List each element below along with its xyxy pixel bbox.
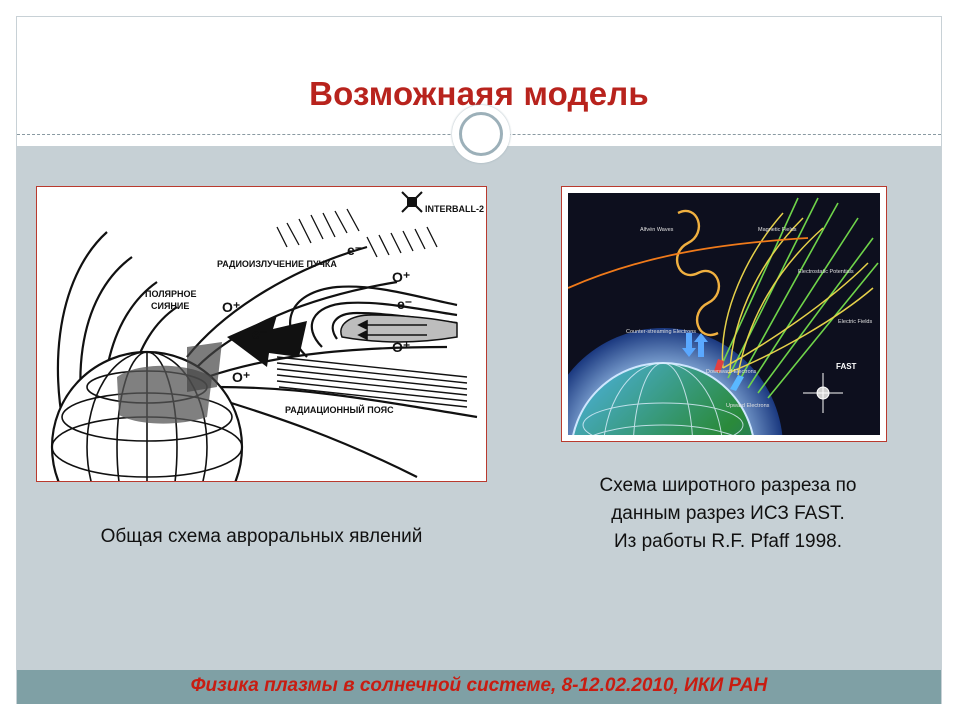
- radiation-belt-label: РАДИАЦИОННЫЙ ПОЯС: [285, 404, 394, 415]
- right-caption-line1: Схема широтного разреза по: [599, 475, 857, 496]
- alfven-label: Alfvén Waves: [640, 227, 674, 233]
- auroral-scheme-figure: INTERBALL-2 РАДИОИЗЛУЧЕНИЕ ПУЧКА ПОЛЯРНО…: [36, 186, 487, 482]
- electron-label: e⁻: [252, 326, 267, 342]
- ion-label: O⁺: [392, 269, 410, 285]
- divider-ring-icon: [459, 112, 503, 156]
- fast-cross-section-figure: Alfvén Waves Magnetic Fields Electrostat…: [561, 186, 887, 442]
- auroral-scheme-drawing: INTERBALL-2 РАДИОИЗЛУЧЕНИЕ ПУЧКА ПОЛЯРНО…: [50, 191, 484, 481]
- downward-label: Downward Electrons: [706, 369, 757, 375]
- ion-label: O⁺: [222, 299, 240, 315]
- beam-radiation-hatching: [276, 208, 438, 258]
- fast-cross-section-drawing: Alfvén Waves Magnetic Fields Electrostat…: [568, 197, 879, 435]
- electron-arrows: [682, 333, 744, 391]
- ion-label: O⁺: [392, 339, 410, 355]
- fast-label: FAST: [836, 362, 857, 371]
- spacecraft-icon: [401, 191, 423, 213]
- footer-text: Физика плазмы в солнечной системе, 8-12.…: [190, 675, 768, 696]
- fast-satellite-icon: [803, 373, 843, 413]
- aurora-label-line2: СИЯНИЕ: [151, 301, 189, 311]
- fast-cross-section-image: Alfvén Waves Magnetic Fields Electrostat…: [568, 193, 880, 435]
- orbit-trajectory: [568, 237, 809, 289]
- counter-streaming-label: Counter-streaming Electrons: [626, 329, 696, 335]
- radiation-belt-hatching: [276, 356, 468, 408]
- plasma-sheet: [340, 314, 458, 343]
- electric-label: Electric Fields: [838, 319, 872, 325]
- spacecraft-label: INTERBALL-2: [425, 204, 484, 214]
- footer-bar: Физика плазмы в солнечной системе, 8-12.…: [17, 670, 941, 704]
- electron-label: e⁻: [347, 242, 362, 258]
- field-lines: [717, 197, 879, 399]
- ion-label: O⁺: [232, 369, 250, 385]
- right-caption-line3: Из работы R.F. Pfaff 1998.: [613, 531, 843, 552]
- electron-label: e⁻: [397, 296, 412, 312]
- aurora-label-line1: ПОЛЯРНОЕ: [145, 289, 197, 299]
- beam-radiation-label: РАДИОИЗЛУЧЕНИЕ ПУЧКА: [217, 259, 337, 269]
- left-figure-caption: Общая схема авроральных явлений: [100, 526, 423, 547]
- right-caption-line2: данным разрез ИСЗ FAST.: [611, 503, 845, 524]
- flow-arrows: [357, 319, 427, 341]
- right-figure-caption: Схема широтного разреза по данным разрез…: [540, 472, 916, 556]
- alfven-wave: [676, 209, 720, 337]
- electrostatic-potential-lines: [721, 212, 874, 376]
- electrostatic-label: Electrostatic Potentials: [798, 269, 854, 275]
- precipitation-arrow-icon: [227, 315, 307, 367]
- magnetic-label: Magnetic Fields: [758, 227, 797, 233]
- aurora-oval: [117, 342, 222, 424]
- upward-label: Upward Electrons: [726, 403, 770, 409]
